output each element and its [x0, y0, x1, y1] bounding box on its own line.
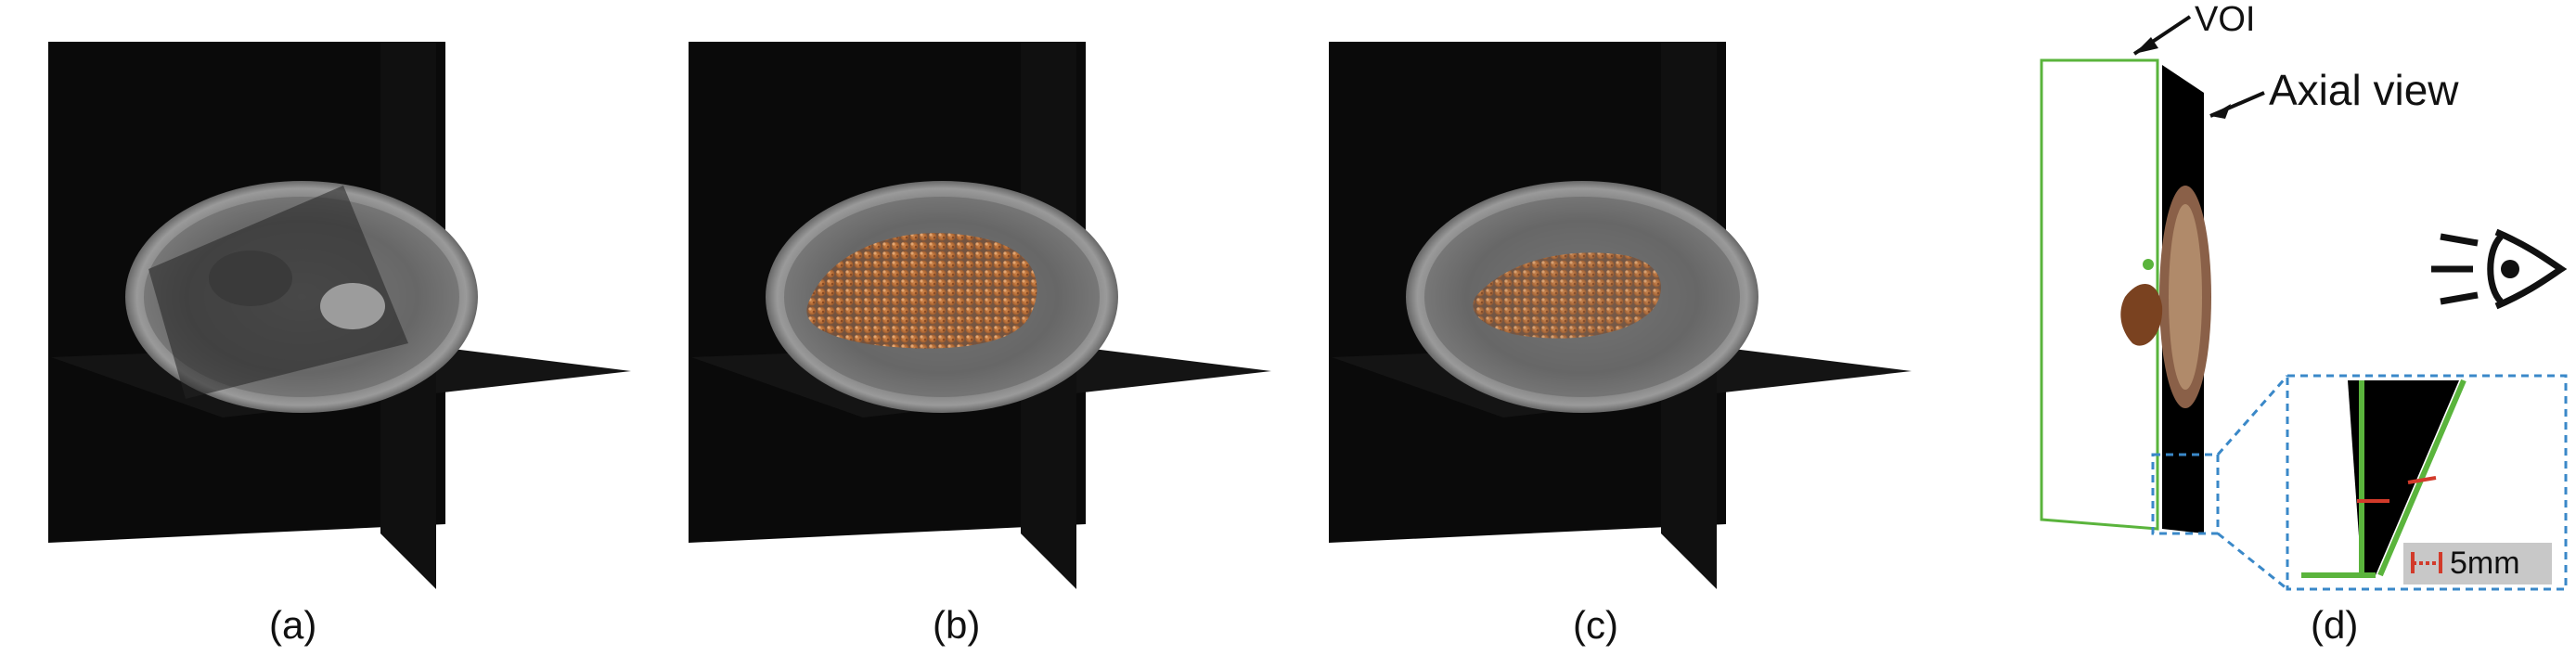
zoom-source-box [2151, 453, 2220, 535]
scale-label: 5mm [2450, 546, 2520, 581]
caption-a: (a) [269, 603, 317, 647]
tumor-projection [2120, 284, 2163, 346]
voi-label: VOI [2195, 0, 2256, 39]
eye-icon [2431, 228, 2568, 310]
caption-c: (c) [1573, 603, 1618, 647]
partial-overlay [1473, 252, 1661, 339]
panel-d [2040, 15, 2568, 591]
panel-b-volume [689, 42, 1271, 589]
panel-a-volume [48, 42, 631, 589]
panel-c-volume [1329, 42, 1912, 589]
caption-b: (b) [933, 603, 981, 647]
liver-overlay [806, 233, 1037, 349]
caption-d: (d) [2311, 603, 2359, 647]
axial-view-label: Axial view [2269, 66, 2459, 114]
